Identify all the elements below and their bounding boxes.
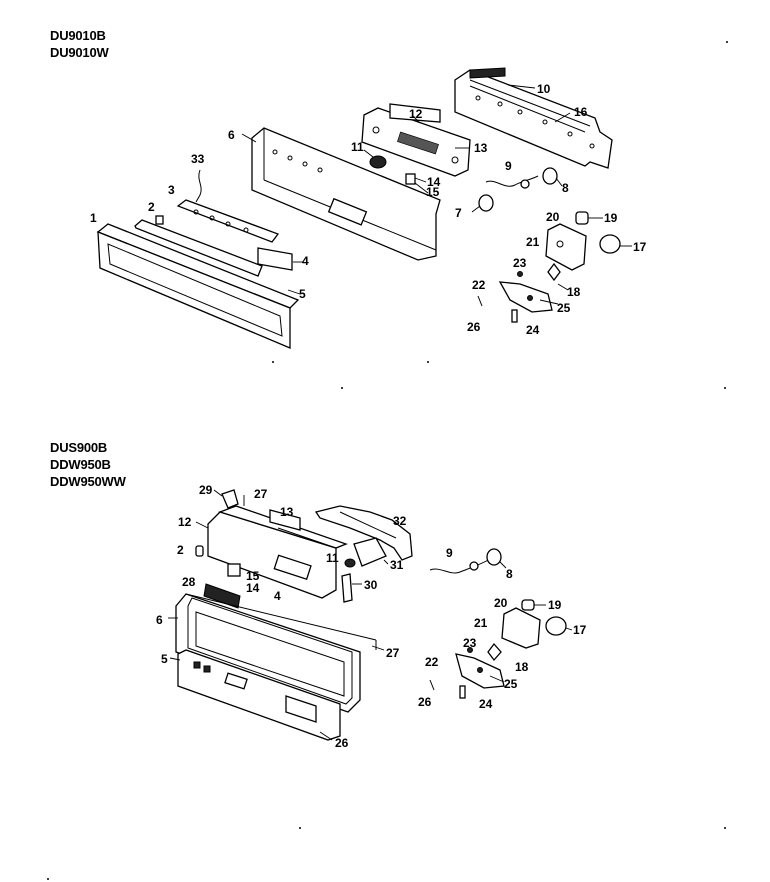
callout: 22	[472, 278, 486, 292]
callout: 16	[574, 105, 588, 119]
control-board	[361, 103, 471, 177]
callout: 27	[254, 487, 268, 501]
model-label: DDW950WW	[50, 474, 126, 489]
model-label: DDW950B	[50, 457, 111, 472]
callout: 11	[326, 551, 339, 565]
callout: 15	[426, 185, 440, 199]
selector-parts	[471, 167, 563, 213]
callout: 10	[537, 82, 551, 96]
callout: 24	[479, 697, 493, 711]
top-assembly	[96, 67, 632, 349]
callout: 6	[228, 128, 235, 142]
clip-parts	[213, 489, 245, 509]
callout: 22	[425, 655, 439, 669]
callout: 32	[393, 514, 407, 528]
callout: 19	[548, 598, 562, 612]
callout: 1	[90, 211, 97, 225]
callout: 15	[246, 569, 260, 583]
callout: 2	[148, 200, 155, 214]
front-overlay	[96, 219, 303, 349]
callout: 11	[351, 140, 364, 154]
callout: 23	[513, 256, 527, 270]
callout: 26	[467, 320, 481, 334]
callout: 31	[390, 558, 404, 572]
connector-parts	[344, 537, 389, 568]
console-frame	[168, 593, 385, 713]
callout: 14	[427, 175, 441, 189]
scan-dots	[47, 41, 728, 880]
callout: 18	[567, 285, 581, 299]
callout: 7	[455, 206, 462, 220]
callout: 26	[335, 736, 349, 750]
callout: 19	[604, 211, 618, 225]
callout: 8	[562, 181, 569, 195]
callout: 21	[474, 616, 488, 630]
callout: 12	[409, 107, 423, 121]
model-label: DU9010B	[50, 28, 106, 43]
harness-cover	[314, 505, 413, 561]
top-callouts: 10 16 12 13 6 11 14 15 9 8 7 33 3 2 1 4 …	[90, 82, 647, 337]
callout: 14	[246, 581, 260, 595]
small-components	[363, 149, 429, 194]
callout: 24	[526, 323, 540, 337]
callout: 26	[418, 695, 432, 709]
callout: 5	[161, 652, 168, 666]
bottom-callouts: 29 27 13 32 12 2 11 31 9 8 15 14 28 30 4…	[156, 483, 587, 750]
control-box	[195, 505, 348, 599]
bottom-assembly	[168, 489, 573, 741]
control-panel-face	[169, 649, 341, 741]
callout: 25	[504, 677, 518, 691]
callout: 9	[505, 159, 512, 173]
callout: 4	[274, 589, 281, 603]
callout: 3	[168, 183, 175, 197]
console-panel	[241, 127, 441, 261]
callout: 6	[156, 613, 163, 627]
callout: 13	[280, 505, 294, 519]
callout: 21	[526, 235, 540, 249]
callout: 5	[299, 287, 306, 301]
callout: 9	[446, 546, 453, 560]
callout: 13	[474, 141, 488, 155]
callout: 29	[199, 483, 213, 497]
switch-parts-lower	[195, 545, 362, 609]
callout: 12	[178, 515, 192, 529]
callout: 2	[177, 543, 184, 557]
control-bracket	[454, 67, 613, 169]
callout: 20	[546, 210, 560, 224]
model-label: DUS900B	[50, 440, 108, 455]
selector-parts-lower	[429, 548, 507, 574]
pump-parts-lower	[429, 599, 573, 699]
pump-parts	[477, 211, 632, 323]
callout: 25	[557, 301, 571, 315]
callout: 8	[506, 567, 513, 581]
callout: 17	[573, 623, 587, 637]
callout: 23	[463, 636, 477, 650]
model-list-bottom: DUS900B DDW950B DDW950WW	[50, 439, 126, 490]
callout: 28	[182, 575, 196, 589]
model-label: DU9010W	[50, 45, 109, 60]
callout: 20	[494, 596, 508, 610]
callout: 27	[386, 646, 400, 660]
callout: 30	[364, 578, 378, 592]
model-list-top: DU9010B DU9010W	[50, 27, 109, 61]
callout: 18	[515, 660, 529, 674]
switch-assembly	[155, 169, 280, 243]
callout: 33	[191, 152, 205, 166]
callout: 17	[633, 240, 647, 254]
callout: 4	[302, 254, 309, 268]
